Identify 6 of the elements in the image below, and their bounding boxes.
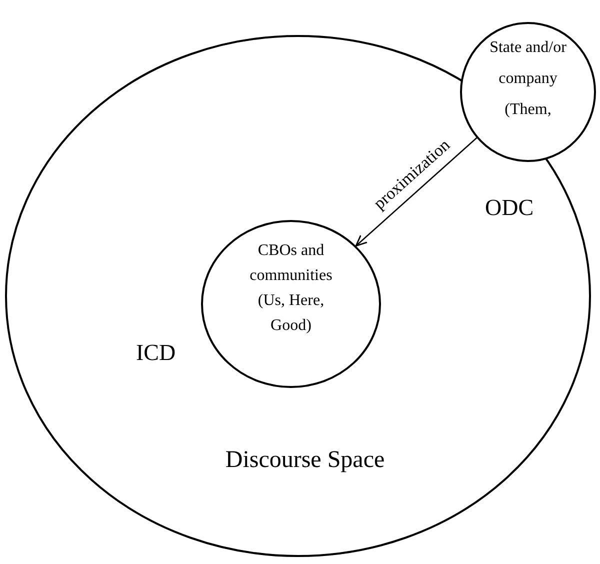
arrow <box>355 137 478 247</box>
circle-label: CBOs and communities (Us, Here, Good) <box>248 241 334 336</box>
region-label: ICD <box>136 340 176 366</box>
circle-label: State and/or company (Them, <box>488 38 568 120</box>
space-label: Discourse Space <box>224 446 386 475</box>
region-label: ODC <box>485 195 534 221</box>
